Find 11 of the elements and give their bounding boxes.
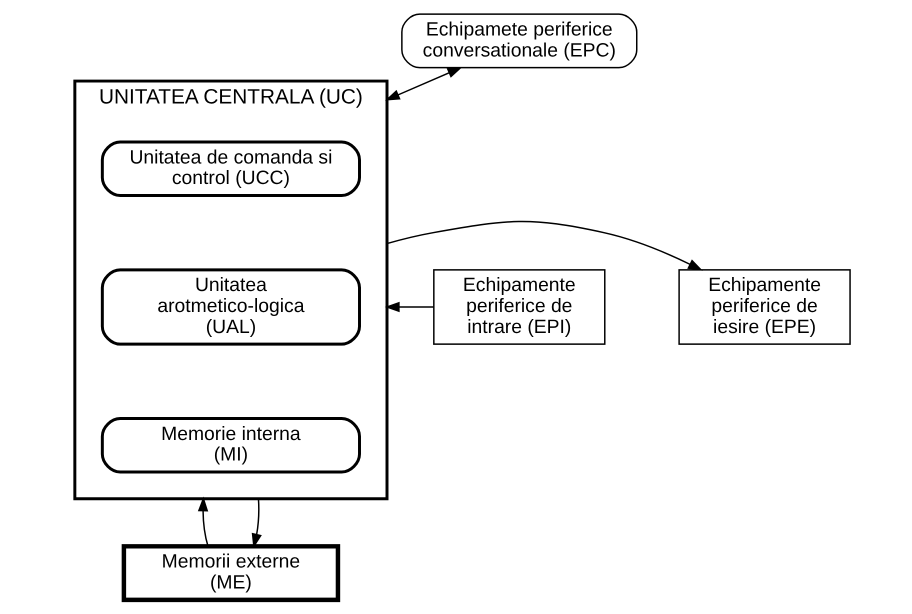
arrow (384, 67, 462, 101)
node-box: Echipamete periferice conversationale (EPC) (400, 13, 637, 68)
arrow (384, 302, 433, 312)
node-box: Echipamente periferice de iesire (EPE) (678, 269, 850, 345)
node-box: Unitatea de comanda si control (UCC) (100, 140, 360, 197)
node-box: Memorii externe (ME) (121, 544, 340, 602)
node-box: Echipamente periferice de intrare (EPI) (432, 269, 606, 345)
node-box: Memorie interna (MI) (100, 417, 360, 474)
arrow (197, 496, 208, 546)
arrow (386, 220, 702, 271)
node-box: Unitatea arotmetico-logica (UAL) (100, 268, 360, 346)
